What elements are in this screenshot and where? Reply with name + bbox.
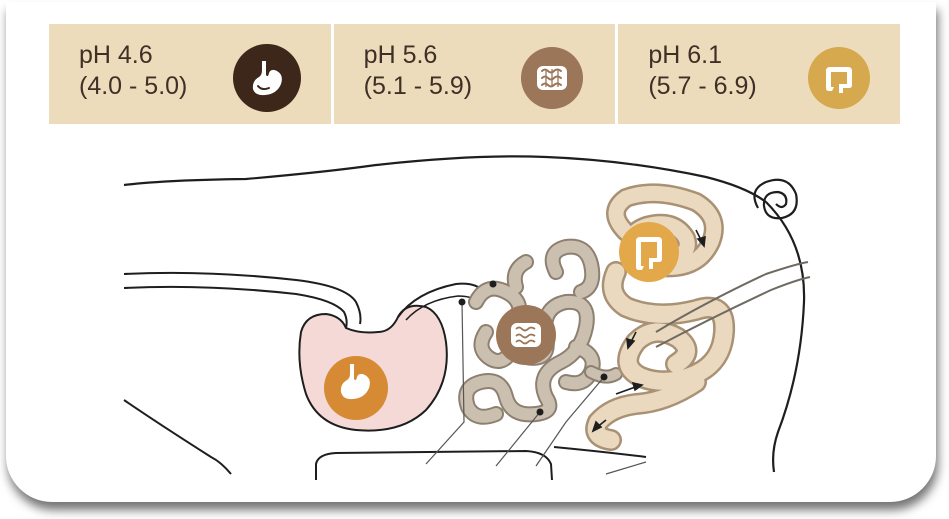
pig-digestive-diagram [6,2,936,502]
small-intestine-badge [496,305,556,365]
pig-leg-outline [316,447,646,480]
pig-belly-outline [124,400,231,474]
large-intestine-badge [619,222,679,282]
stomach-badge [324,356,388,420]
pig-rump-outline [766,202,804,472]
figure-card: pH 4.6 (4.0 - 5.0) pH 5.6 (5.1 - 5.9) [6,2,936,502]
